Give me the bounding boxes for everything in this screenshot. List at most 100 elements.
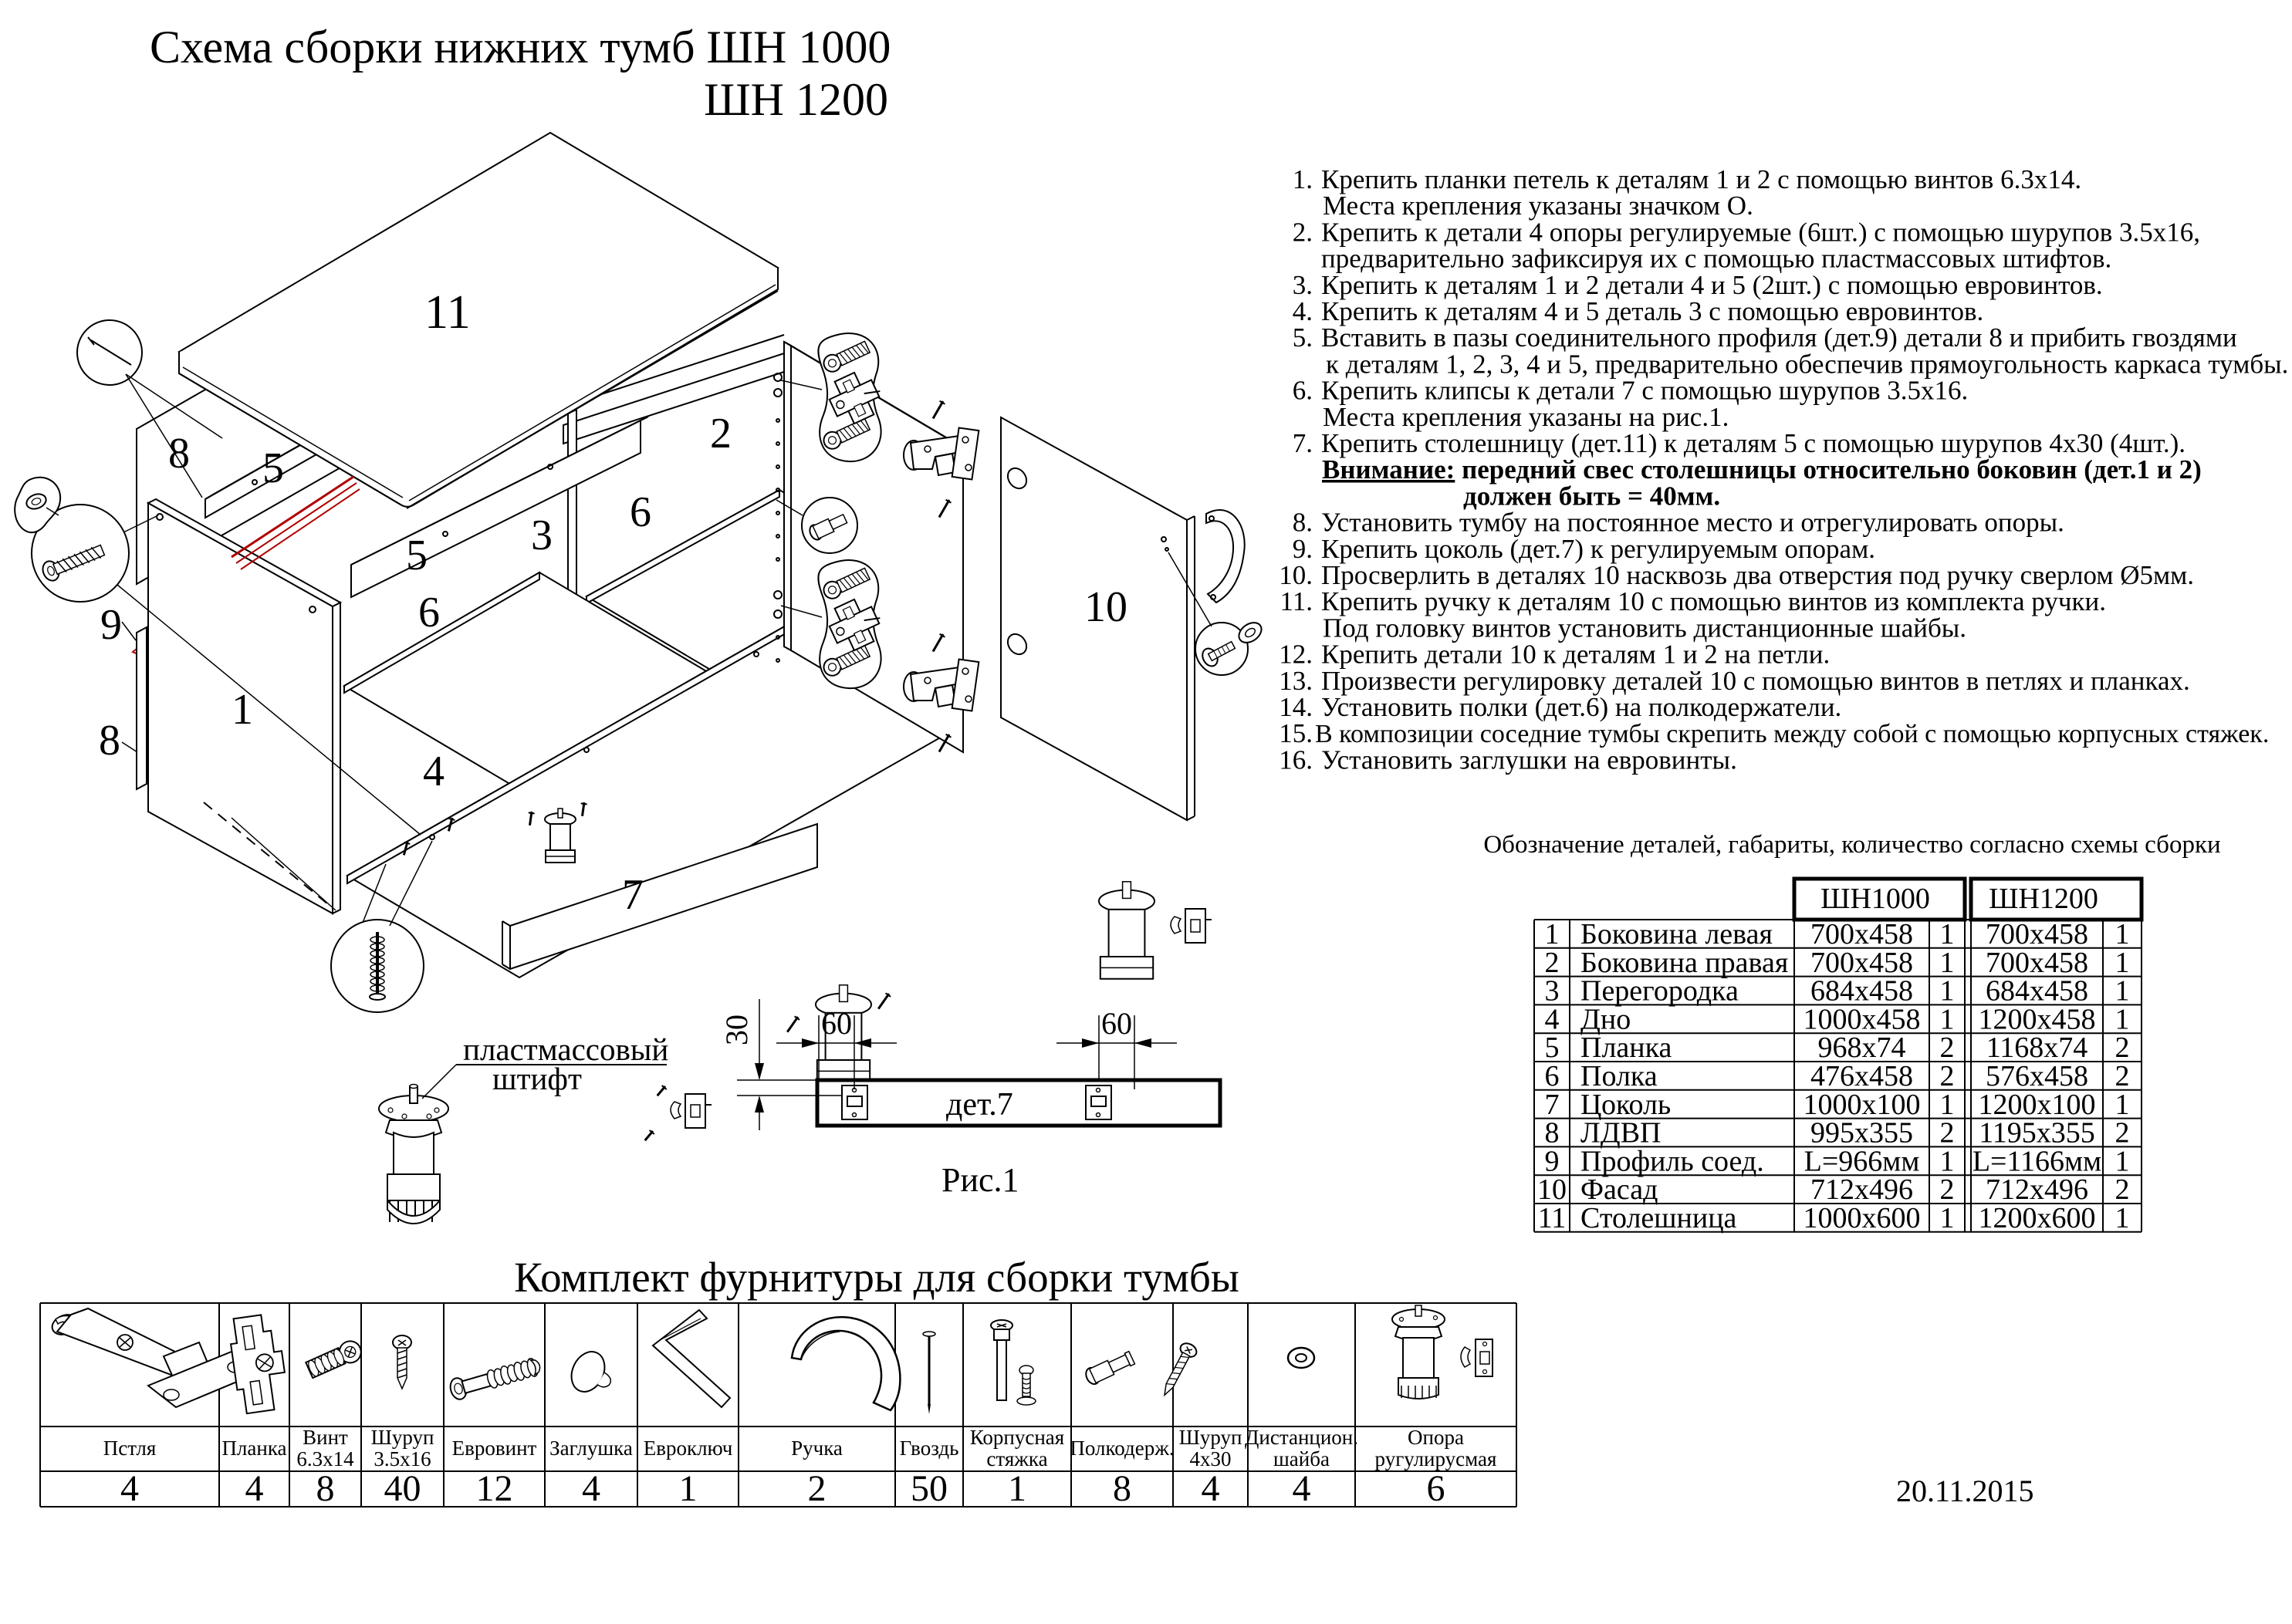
svg-text:1: 1 xyxy=(679,1468,698,1509)
svg-text:1000х600: 1000х600 xyxy=(1804,1202,1921,1234)
svg-text:60: 60 xyxy=(1101,1006,1132,1041)
svg-text:Крепить к детали 4 опоры регул: Крепить к детали 4 опоры регулируемые (6… xyxy=(1321,217,2200,247)
svg-text:Установить тумбу на постоянное: Установить тумбу на постоянное место и о… xyxy=(1321,508,2064,538)
svg-text:1: 1 xyxy=(1940,1089,1955,1121)
svg-text:3.5х16: 3.5х16 xyxy=(374,1447,431,1470)
svg-text:1: 1 xyxy=(1008,1468,1026,1509)
svg-text:1000х100: 1000х100 xyxy=(1804,1089,1921,1121)
svg-text:Ручка: Ручка xyxy=(791,1437,843,1460)
svg-text:11: 11 xyxy=(1538,1202,1567,1234)
svg-text:Дно: Дно xyxy=(1580,1003,1631,1035)
svg-text:2: 2 xyxy=(1940,1060,1955,1092)
svg-text:11.: 11. xyxy=(1280,586,1313,616)
svg-text:к деталям 1, 2, 3, 4 и 5, пред: к деталям 1, 2, 3, 4 и 5, предварительно… xyxy=(1326,349,2288,379)
svg-text:1: 1 xyxy=(1545,918,1560,950)
svg-text:ШН 1200: ШН 1200 xyxy=(704,74,888,125)
svg-text:стяжка: стяжка xyxy=(986,1447,1047,1470)
svg-text:Гвоздь: Гвоздь xyxy=(900,1437,959,1460)
svg-text:Пстля: Пстля xyxy=(103,1437,157,1460)
svg-text:40: 40 xyxy=(384,1468,421,1509)
svg-text:4.: 4. xyxy=(1293,296,1313,326)
svg-text:ШН1200: ШН1200 xyxy=(1989,883,2098,915)
svg-text:Перегородка: Перегородка xyxy=(1580,975,1739,1008)
svg-text:5.: 5. xyxy=(1293,322,1313,353)
svg-text:1168х74: 1168х74 xyxy=(1986,1031,2088,1064)
svg-text:Обозначение деталей, габариты,: Обозначение деталей, габариты, количеств… xyxy=(1483,831,2220,859)
svg-text:1.: 1. xyxy=(1293,164,1313,194)
svg-text:ругулирусмая: ругулирусмая xyxy=(1375,1447,1497,1470)
svg-text:1200х458: 1200х458 xyxy=(1979,1003,2096,1035)
svg-text:1: 1 xyxy=(1940,1202,1955,1234)
svg-text:дет.7: дет.7 xyxy=(946,1087,1013,1123)
svg-text:пластмассовый: пластмассовый xyxy=(463,1031,668,1067)
svg-text:1195х355: 1195х355 xyxy=(1979,1117,2095,1150)
svg-text:576х458: 576х458 xyxy=(1986,1060,2088,1092)
svg-text:предварительно зафиксируя их с: предварительно зафиксируя их с помощью п… xyxy=(1321,244,2111,274)
svg-text:684х458: 684х458 xyxy=(1810,975,1913,1008)
svg-text:1: 1 xyxy=(2115,1145,2130,1177)
svg-text:30: 30 xyxy=(719,1015,754,1045)
svg-text:700х458: 700х458 xyxy=(1986,918,2088,950)
svg-text:шайба: шайба xyxy=(1273,1447,1330,1470)
svg-text:2: 2 xyxy=(2115,1031,2130,1064)
svg-text:1: 1 xyxy=(2115,918,2130,950)
svg-text:1: 1 xyxy=(2115,1003,2130,1035)
svg-text:Места крепления указаны значко: Места крепления указаны значком О. xyxy=(1323,191,1753,221)
svg-text:Фасад: Фасад xyxy=(1580,1173,1658,1206)
svg-text:Корпусная: Корпусная xyxy=(970,1426,1064,1449)
svg-text:7: 7 xyxy=(1545,1089,1560,1121)
svg-text:700х458: 700х458 xyxy=(1986,947,2088,979)
svg-text:9: 9 xyxy=(100,601,122,649)
svg-text:60: 60 xyxy=(821,1006,852,1041)
svg-text:8: 8 xyxy=(316,1468,335,1509)
svg-text:штифт: штифт xyxy=(492,1061,582,1096)
svg-text:12: 12 xyxy=(476,1468,513,1509)
svg-text:7: 7 xyxy=(622,871,644,919)
svg-text:8: 8 xyxy=(1113,1468,1131,1509)
svg-text:Крепить планки петель к деталя: Крепить планки петель к деталям 1 и 2 с … xyxy=(1321,164,2081,194)
svg-text:3: 3 xyxy=(531,512,553,559)
svg-text:Места крепления указаны на рис: Места крепления указаны на рис.1. xyxy=(1323,402,1729,432)
svg-text:4: 4 xyxy=(582,1468,600,1509)
svg-text:Схема сборки нижних тумб ШН 10: Схема сборки нижних тумб ШН 1000 xyxy=(150,22,891,73)
svg-text:Вставить в пазы соединительног: Вставить в пазы соединительного профиля … xyxy=(1321,322,2237,353)
svg-text:4: 4 xyxy=(423,748,445,795)
svg-text:2: 2 xyxy=(1940,1031,1955,1064)
svg-text:6: 6 xyxy=(1427,1468,1445,1509)
svg-text:4: 4 xyxy=(1545,1003,1560,1035)
svg-text:2: 2 xyxy=(1545,947,1560,979)
svg-text:2: 2 xyxy=(2115,1173,2130,1206)
svg-text:13.: 13. xyxy=(1279,666,1313,696)
svg-text:16.: 16. xyxy=(1279,744,1313,775)
svg-text:1: 1 xyxy=(1940,1145,1955,1177)
svg-text:4: 4 xyxy=(120,1468,139,1509)
svg-text:1: 1 xyxy=(232,686,253,734)
svg-text:ШН1000: ШН1000 xyxy=(1820,883,1930,915)
svg-text:684х458: 684х458 xyxy=(1986,975,2088,1008)
svg-text:8.: 8. xyxy=(1293,508,1313,538)
svg-text:9: 9 xyxy=(1545,1145,1560,1177)
svg-text:Крепить к деталям 1 и 2 детали: Крепить к деталям 1 и 2 детали 4 и 5 (2ш… xyxy=(1321,270,2103,300)
svg-text:10: 10 xyxy=(1537,1173,1567,1206)
svg-text:Евроключ: Евроключ xyxy=(644,1437,733,1460)
svg-text:Крепить к деталям 4 и 5 деталь: Крепить к деталям 4 и 5 деталь 3 с помощ… xyxy=(1321,296,1983,326)
svg-text:В композиции соседние тумбы ск: В композиции соседние тумбы скрепить меж… xyxy=(1315,720,2269,748)
svg-text:2.: 2. xyxy=(1293,217,1313,247)
svg-text:4: 4 xyxy=(245,1468,264,1509)
svg-text:Полка: Полка xyxy=(1580,1060,1658,1092)
svg-text:Шуруп: Шуруп xyxy=(1179,1426,1242,1449)
svg-text:8: 8 xyxy=(168,430,190,478)
svg-text:1: 1 xyxy=(2115,1089,2130,1121)
svg-text:4: 4 xyxy=(1202,1468,1220,1509)
svg-text:2: 2 xyxy=(1940,1173,1955,1206)
svg-text:L=1166мм: L=1166мм xyxy=(1973,1145,2101,1177)
svg-text:Под головку винтов установить: Под головку винтов установить дистанцион… xyxy=(1323,613,1966,643)
svg-text:Внимание: передний свес столеш: Внимание: передний свес столешницы относ… xyxy=(1322,454,2202,484)
svg-text:6: 6 xyxy=(1545,1060,1560,1092)
svg-text:1: 1 xyxy=(1940,918,1955,950)
svg-text:1200х600: 1200х600 xyxy=(1979,1202,2096,1234)
svg-text:Профиль соед.: Профиль соед. xyxy=(1580,1145,1764,1177)
svg-text:Крепить ручку к деталям 10 с п: Крепить ручку к деталям 10 с помощью вин… xyxy=(1321,586,2106,616)
svg-text:Крепить столешницу (дет.11) к: Крепить столешницу (дет.11) к деталям 5 … xyxy=(1321,428,2186,458)
svg-text:3: 3 xyxy=(1545,975,1560,1008)
